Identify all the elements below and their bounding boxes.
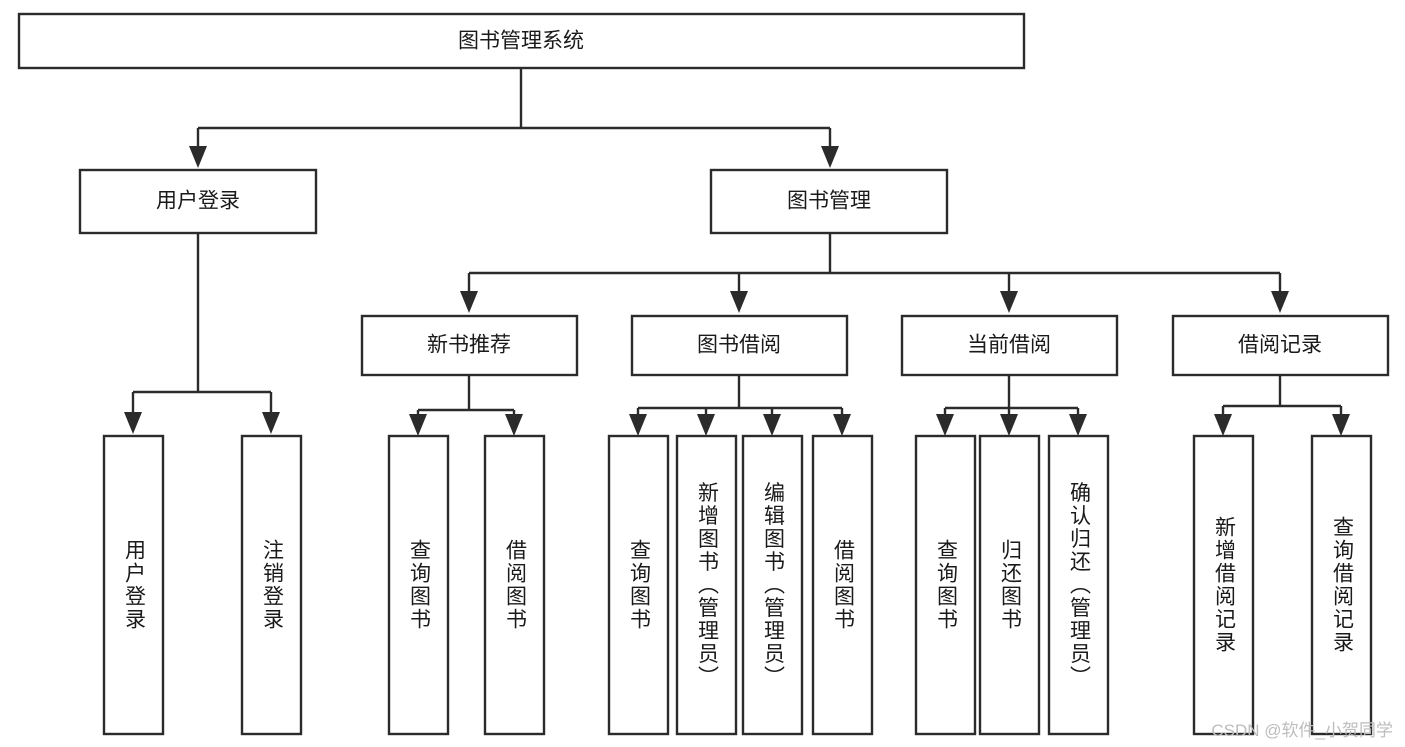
arrow-current-borrow-leaf-1 bbox=[936, 414, 954, 436]
leaf-borrow-record-2[interactable]: 查询借阅记录 bbox=[1310, 434, 1373, 736]
arrow-book-borrow-leaf-2 bbox=[697, 414, 715, 436]
leaf-new-book-recommend-2[interactable]: 借阅图书 bbox=[483, 434, 546, 736]
leaf-borrow-record-1[interactable]: 新增借阅记录 bbox=[1192, 434, 1255, 736]
connector-group-new-book-recommend bbox=[416, 375, 516, 414]
node-root-system[interactable]: 图书管理系统 bbox=[17, 12, 1026, 70]
node-book-borrow[interactable]: 图书借阅 bbox=[630, 314, 849, 377]
connector-group-root bbox=[196, 68, 832, 146]
arrow-book-management-to-borrow-record bbox=[1271, 291, 1289, 313]
arrow-root-to-user-login bbox=[189, 146, 207, 168]
leaf-borrow-record-2-label: 查询借阅记录 bbox=[1331, 516, 1355, 654]
arrow-user-login-leaf-2 bbox=[262, 412, 280, 434]
arrow-borrow-record-leaf-2 bbox=[1332, 414, 1350, 436]
leaf-book-borrow-1[interactable]: 查询图书 bbox=[607, 434, 670, 736]
leaf-book-borrow-4-label: 借阅图书 bbox=[832, 539, 856, 631]
leaf-new-book-recommend-1-label: 查询图书 bbox=[408, 539, 432, 631]
node-borrow-record[interactable]: 借阅记录 bbox=[1171, 314, 1390, 377]
leaf-current-borrow-1[interactable]: 查询图书 bbox=[914, 434, 977, 736]
node-root-system-label: 图书管理系统 bbox=[458, 30, 584, 53]
leaf-current-borrow-1-label: 查询图书 bbox=[935, 539, 959, 631]
leaf-book-borrow-2-label: 新增图书（管理员） bbox=[696, 482, 720, 689]
leaf-new-book-recommend-1[interactable]: 查询图书 bbox=[387, 434, 450, 736]
node-new-book-recommend[interactable]: 新书推荐 bbox=[360, 314, 579, 377]
arrow-book-borrow-leaf-4 bbox=[833, 414, 851, 436]
connector-group-book-management bbox=[467, 233, 1282, 291]
node-current-borrow[interactable]: 当前借阅 bbox=[900, 314, 1119, 377]
leaf-book-borrow-1-label: 查询图书 bbox=[628, 539, 652, 631]
arrow-new-book-leaf-1 bbox=[409, 414, 427, 436]
arrow-root-to-book-management bbox=[821, 146, 839, 168]
arrow-current-borrow-leaf-2 bbox=[1000, 414, 1018, 436]
leaf-current-borrow-3[interactable]: 确认归还（管理员） bbox=[1047, 434, 1110, 736]
arrow-book-management-to-book-borrow bbox=[730, 291, 748, 313]
arrow-new-book-leaf-2 bbox=[505, 414, 523, 436]
node-borrow-record-label: 借阅记录 bbox=[1238, 334, 1322, 357]
leaf-current-borrow-2[interactable]: 归还图书 bbox=[978, 434, 1041, 736]
leaf-book-borrow-3[interactable]: 编辑图书（管理员） bbox=[741, 434, 804, 736]
connector-group-book-borrow bbox=[636, 375, 844, 414]
connector-group-borrow-record bbox=[1221, 375, 1343, 414]
leaf-current-borrow-2-label: 归还图书 bbox=[999, 539, 1023, 631]
node-book-management-label: 图书管理 bbox=[787, 190, 871, 213]
leaf-book-borrow-2[interactable]: 新增图书（管理员） bbox=[675, 434, 738, 736]
leaf-current-borrow-3-label: 确认归还（管理员） bbox=[1068, 482, 1092, 689]
arrow-borrow-record-leaf-1 bbox=[1214, 414, 1232, 436]
arrow-user-login-leaf-1 bbox=[124, 412, 142, 434]
node-book-borrow-label: 图书借阅 bbox=[697, 334, 781, 357]
node-user-login[interactable]: 用户登录 bbox=[78, 168, 318, 235]
arrow-book-management-to-current-borrow bbox=[1000, 291, 1018, 313]
node-user-login-label: 用户登录 bbox=[156, 190, 240, 213]
connector-group-current-borrow bbox=[943, 375, 1080, 414]
leaf-user-login-2-label: 注销登录 bbox=[261, 539, 285, 631]
leaf-user-login-1-label: 用户登录 bbox=[123, 539, 147, 631]
node-book-management[interactable]: 图书管理 bbox=[709, 168, 949, 235]
leaf-new-book-recommend-2-label: 借阅图书 bbox=[504, 539, 528, 631]
connector-group-user-login bbox=[131, 233, 273, 412]
leaf-user-login-1[interactable]: 用户登录 bbox=[102, 434, 165, 736]
leaf-user-login-2[interactable]: 注销登录 bbox=[240, 434, 303, 736]
node-new-book-recommend-label: 新书推荐 bbox=[427, 334, 511, 357]
leaf-book-borrow-4[interactable]: 借阅图书 bbox=[811, 434, 874, 736]
node-current-borrow-label: 当前借阅 bbox=[967, 334, 1051, 357]
arrow-book-borrow-leaf-3 bbox=[763, 414, 781, 436]
leaf-book-borrow-3-label: 编辑图书（管理员） bbox=[762, 482, 786, 689]
arrow-book-borrow-leaf-1 bbox=[629, 414, 647, 436]
arrow-current-borrow-leaf-3 bbox=[1069, 414, 1087, 436]
arrow-book-management-to-new-book bbox=[460, 291, 478, 313]
leaf-borrow-record-1-label: 新增借阅记录 bbox=[1213, 516, 1237, 654]
